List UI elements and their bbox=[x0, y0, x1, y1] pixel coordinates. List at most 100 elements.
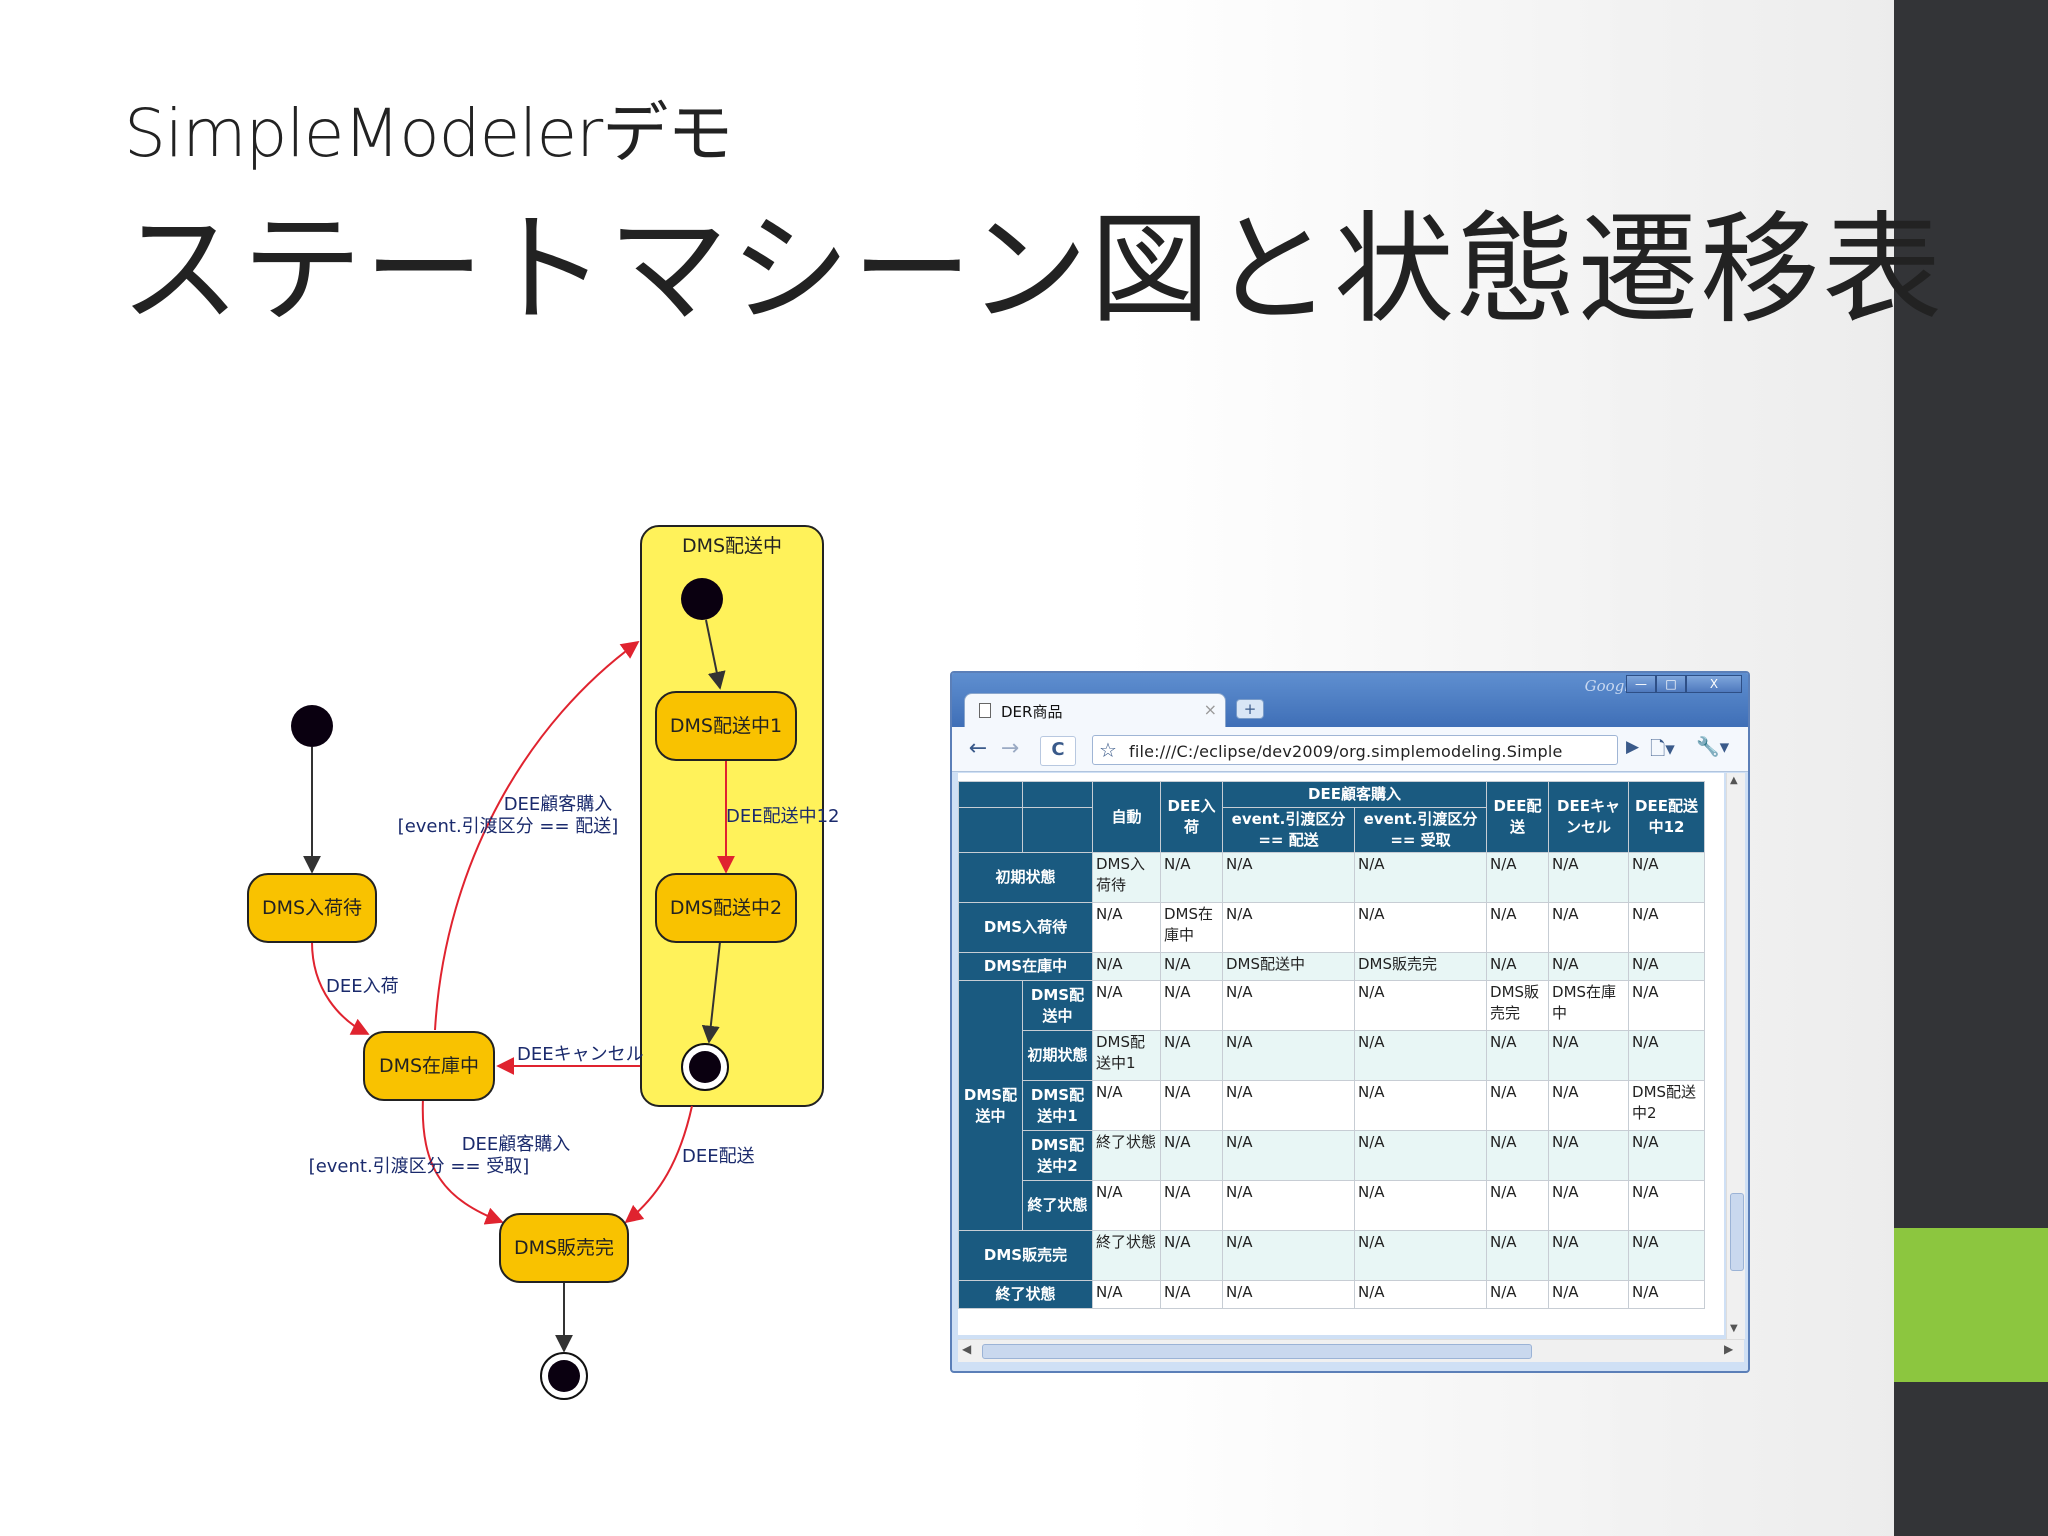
transition-kokyaku-haiso-label-2: [event.引渡区分 == 配送] bbox=[398, 816, 619, 837]
table-cell: N/A bbox=[1628, 980, 1706, 1031]
table-cell: DMS配送中 bbox=[1222, 952, 1355, 981]
table-cell: N/A bbox=[1222, 852, 1355, 903]
url-text: file:///C:/eclipse/dev2009/org.simplemod… bbox=[1129, 742, 1563, 761]
header-haiso: DEE配送 bbox=[1486, 781, 1550, 853]
vertical-scroll-thumb[interactable] bbox=[1730, 1193, 1744, 1271]
tools-menu-icon[interactable]: 🔧▾ bbox=[1696, 736, 1730, 758]
table-cell: N/A bbox=[1628, 1180, 1706, 1231]
table-cell: N/A bbox=[1486, 852, 1550, 903]
state-hanbai-kan bbox=[499, 1213, 629, 1283]
initial-state-outer bbox=[291, 705, 333, 747]
address-bar[interactable]: ☆ file:///C:/eclipse/dev2009/org.simplem… bbox=[1092, 735, 1618, 765]
table-cell: DMS入荷待 bbox=[1092, 852, 1161, 903]
maximize-button[interactable]: □ bbox=[1656, 675, 1686, 693]
state-zaiko-chu bbox=[363, 1031, 495, 1101]
table-cell: N/A bbox=[1486, 1030, 1550, 1081]
table-cell: N/A bbox=[1092, 1180, 1161, 1231]
table-cell: N/A bbox=[1222, 1280, 1355, 1309]
transition-nyuka-label: DEE入荷 bbox=[326, 976, 399, 997]
header-auto: 自動 bbox=[1092, 781, 1161, 853]
table-cell: N/A bbox=[1222, 902, 1355, 953]
arrow-haiso-chu2-to-final bbox=[701, 941, 721, 1044]
table-cell: N/A bbox=[1353, 1080, 1488, 1131]
table-cell: 終了状態 bbox=[1092, 1130, 1161, 1181]
transition-haiso12-label: DEE配送中12 bbox=[726, 806, 840, 827]
scroll-left-icon[interactable]: ◀ bbox=[962, 1342, 972, 1356]
scroll-right-icon[interactable]: ▶ bbox=[1724, 1342, 1734, 1356]
scroll-down-icon[interactable]: ▼ bbox=[1730, 1323, 1738, 1334]
table-cell: N/A bbox=[1548, 1030, 1630, 1081]
arrow-nyuka bbox=[311, 941, 370, 1035]
table-cell: N/A bbox=[1486, 952, 1550, 981]
table-cell: 終了状態 bbox=[1092, 1230, 1161, 1281]
table-cell: N/A bbox=[1548, 1080, 1630, 1131]
state-nyuka-machi-label: DMS入荷待 bbox=[262, 897, 362, 919]
table-cell: N/A bbox=[1160, 980, 1223, 1031]
table-cell: N/A bbox=[1486, 902, 1550, 953]
state-zaiko-chu-label: DMS在庫中 bbox=[379, 1055, 479, 1077]
back-arrow-icon[interactable]: ← bbox=[968, 736, 988, 761]
table-cell: N/A bbox=[1353, 902, 1488, 953]
page-menu-icon[interactable]: 🗋▾ bbox=[1650, 738, 1675, 760]
table-cell: N/A bbox=[1353, 852, 1488, 903]
table-cell: DMS販売完 bbox=[1486, 980, 1550, 1031]
row-subheader: DMS配送中1 bbox=[1022, 1080, 1093, 1131]
browser-tab[interactable]: DER商品 × bbox=[964, 693, 1226, 729]
tab-close-icon[interactable]: × bbox=[1203, 700, 1217, 719]
horizontal-scroll-thumb[interactable] bbox=[982, 1344, 1532, 1359]
table-cell: N/A bbox=[1486, 1080, 1550, 1131]
row-header: DMS入荷待 bbox=[958, 902, 1093, 953]
arrow-initial-to-haiso-chu1 bbox=[705, 619, 726, 690]
table-cell: N/A bbox=[1548, 1230, 1630, 1281]
row-header: 初期状態 bbox=[958, 852, 1093, 903]
table-cell: N/A bbox=[1092, 1080, 1161, 1131]
table-cell: N/A bbox=[1222, 1230, 1355, 1281]
table-cell: N/A bbox=[1353, 1180, 1488, 1231]
horizontal-scrollbar[interactable]: ◀ ▶ bbox=[958, 1339, 1744, 1362]
state-haiso-chu1-label: DMS配送中1 bbox=[670, 715, 782, 737]
table-cell: N/A bbox=[1628, 852, 1706, 903]
state-transition-table: 自動 DEE入荷 DEE顧客購入 DEE配送 DEEキャンセル DEE配送中12… bbox=[958, 781, 1706, 1309]
transition-kokyaku-haiso-label-1: DEE顧客購入 bbox=[504, 794, 613, 815]
row-header: DMS在庫中 bbox=[958, 952, 1093, 981]
table-cell: N/A bbox=[1092, 902, 1161, 953]
page-viewport: 自動 DEE入荷 DEE顧客購入 DEE配送 DEEキャンセル DEE配送中12… bbox=[958, 773, 1724, 1335]
table-cell: N/A bbox=[1160, 852, 1223, 903]
table-cell: N/A bbox=[1628, 902, 1706, 953]
reload-icon[interactable]: C bbox=[1040, 736, 1076, 766]
header-juryo-sub: event.引渡区分 == 受取 bbox=[1353, 807, 1488, 853]
table-cell: N/A bbox=[1160, 1030, 1223, 1081]
state-haiso-chu2 bbox=[655, 873, 797, 943]
slide-subtitle: SimpleModelerデモ bbox=[124, 95, 733, 172]
table-cell: N/A bbox=[1628, 1030, 1706, 1081]
scroll-up-icon[interactable]: ▲ bbox=[1730, 775, 1738, 786]
tab-title: DER商品 bbox=[1001, 703, 1063, 721]
state-nyuka-machi bbox=[247, 873, 377, 943]
composite-state-haiso-chu bbox=[640, 525, 824, 1107]
table-cell: N/A bbox=[1160, 1180, 1223, 1231]
close-window-button[interactable]: X bbox=[1686, 675, 1742, 693]
row-subheader: 終了状態 bbox=[1022, 1180, 1093, 1231]
transition-cancel-label: DEEキャンセル bbox=[517, 1044, 644, 1065]
minimize-button[interactable]: — bbox=[1626, 675, 1656, 693]
table-cell: N/A bbox=[1092, 1280, 1161, 1309]
header-haiso12: DEE配送中12 bbox=[1628, 781, 1706, 853]
row-subheader: 初期状態 bbox=[1022, 1030, 1093, 1081]
table-cell: N/A bbox=[1222, 1080, 1355, 1131]
table-cell: N/A bbox=[1092, 980, 1161, 1031]
state-machine-diagram: DMS配送中 DMS入荷待 DMS在庫中 DMS販売完 DMS配送中1 DMS配… bbox=[247, 525, 840, 1400]
bookmark-star-icon[interactable]: ☆ bbox=[1099, 738, 1117, 762]
new-tab-button[interactable]: + bbox=[1236, 699, 1264, 719]
go-icon[interactable]: ▶ bbox=[1626, 737, 1640, 757]
forward-arrow-icon[interactable]: → bbox=[1000, 736, 1020, 761]
vertical-scrollbar[interactable]: ▲ ▼ bbox=[1726, 773, 1745, 1339]
table-cell: N/A bbox=[1222, 1130, 1355, 1181]
table-cell: N/A bbox=[1548, 1280, 1630, 1309]
transition-haiso-label: DEE配送 bbox=[682, 1146, 755, 1167]
table-cell: DMS配送中2 bbox=[1628, 1080, 1706, 1131]
